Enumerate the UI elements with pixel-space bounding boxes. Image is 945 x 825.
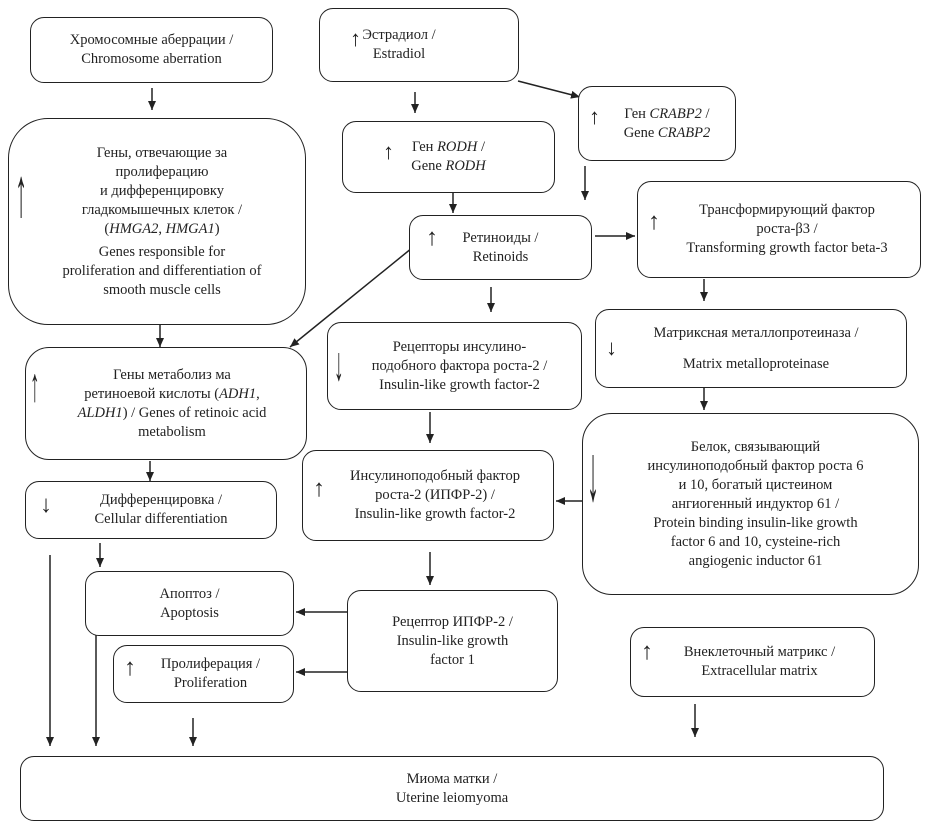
node-mmp-en: Matrix metalloproteinase	[682, 355, 830, 372]
node-cyr61-ru-3: и 10, богатый цистеином	[678, 476, 833, 493]
node-retinoic-genes: ↑ Гены метаболиз ма ретиноевой кислоты (…	[25, 347, 307, 460]
genes-en-line-2: proliferation and differentiation of	[62, 262, 262, 279]
node-cyr61-ru-2: инсулиноподобный фактор роста 6	[647, 457, 864, 474]
arrow-up-indicator: ↑	[641, 639, 653, 665]
node-igfr-ru-1: Рецепторы инсулино-	[392, 338, 527, 355]
node-crabp2: ↑ Ген CRABP2 / Gene CRABP2	[578, 86, 736, 161]
node-cyr61-ru-4: ангиогенный индуктор 61 /	[671, 495, 840, 512]
genes-ru-line-1: Гены, отвечающие за	[96, 144, 228, 161]
node-retinoic-ru-1: Гены метаболиз ма	[113, 366, 231, 383]
genes-ru-line-3: и дифференцировку	[99, 182, 225, 199]
arrow-up-indicator: ↑	[15, 155, 28, 232]
node-igf2r-en-1: Insulin-like growth	[396, 632, 509, 649]
arrow-up-indicator: ↑	[426, 225, 438, 251]
node-igfr-en: Insulin-like growth factor-2	[379, 376, 540, 393]
node-leiomyoma-ru: Миома матки /	[406, 770, 498, 787]
node-estradiol: ↑ Эстрадиол / Estradiol	[319, 8, 519, 82]
node-cyr61-en-2: factor 6 and 10, cysteine-rich	[670, 533, 841, 550]
node-diff-en: Cellular differentiation	[94, 511, 228, 527]
node-uterine-leiomyoma: Миома матки / Uterine leiomyoma	[20, 756, 884, 821]
node-ecm-en: Extracellular matrix	[701, 663, 818, 679]
node-ecm-ru: Внеклеточный матрикс /	[683, 644, 836, 660]
node-igf-receptors: ↓ Рецепторы инсулино- подобного фактора …	[327, 322, 582, 410]
node-prolif-en: Proliferation	[173, 675, 248, 691]
node-cyr61: ↓ Белок, связывающий инсулиноподобный фа…	[582, 413, 919, 595]
node-igf2: ↑ Инсулиноподобный фактор роста-2 (ИПФР-…	[302, 450, 554, 541]
node-cyr61-ru-1: Белок, связывающий	[690, 438, 821, 455]
node-apoptosis-ru: Апоптоз /	[159, 585, 220, 602]
arrow-up-indicator: ↑	[589, 104, 600, 129]
node-retinoids-ru: Ретиноиды /	[462, 229, 539, 246]
arrow-up-indicator: ↑	[313, 476, 325, 502]
node-igf2r-ru: Рецептор ИПФР-2 /	[392, 613, 513, 630]
node-igf2-ru-2: роста-2 (ИПФР-2) /	[375, 487, 495, 503]
node-chromosome-aberration: Хромосомные аберрации / Chromosome aberr…	[30, 17, 273, 83]
node-chromosome-en: Chromosome aberration	[81, 51, 222, 67]
arrow-down-indicator: ↓	[587, 430, 599, 518]
node-chromosome-ru: Хромосомные аберрации /	[69, 32, 234, 48]
genes-ru-line-2: пролиферацию	[115, 163, 209, 180]
node-igf2-receptor: Рецептор ИПФР-2 / Insulin-like growth fa…	[347, 590, 558, 692]
node-retinoic-en: metabolism	[138, 423, 206, 440]
node-estradiol-en: Estradiol	[372, 46, 426, 62]
arrow-up-indicator: ↑	[383, 139, 394, 164]
node-rodh-ru: Ген RODH /	[411, 139, 486, 155]
node-igf2-ru-1: Инсулиноподобный фактор	[350, 468, 520, 484]
arrow-down-indicator: ↓	[40, 492, 52, 518]
node-differentiation: ↓ Дифференцировка / Cellular differentia…	[25, 481, 277, 539]
genes-en-line-3: smooth muscle cells	[103, 281, 221, 298]
genes-en-line-1: Genes responsible for	[98, 243, 226, 260]
node-genes-proliferation: ↑ Гены, отвечающие за пролиферацию и диф…	[8, 118, 306, 325]
node-prolif-ru: Пролиферация /	[160, 656, 261, 672]
node-tgfb3-en: Transforming growth factor beta-3	[686, 240, 888, 256]
arrow-up-indicator: ↑	[124, 655, 136, 681]
node-diff-ru: Дифференцировка /	[99, 492, 222, 508]
arrow-up-indicator: ↑	[648, 209, 660, 235]
node-cyr61-en-1: Protein binding insulin-like growth	[653, 514, 858, 531]
node-igfr-ru-2: подобного фактора роста-2 /	[371, 357, 548, 374]
arrow-up-indicator: ↑	[350, 26, 361, 51]
genes-list: (HMGA2, HMGA1)	[104, 220, 220, 237]
arrow-down-indicator: ↓	[606, 335, 617, 360]
node-igf2r-en-2: factor 1	[430, 651, 475, 668]
node-estradiol-ru: Эстрадиол /	[362, 27, 436, 43]
node-retinoids: ↑ Ретиноиды / Retinoids	[409, 215, 592, 280]
node-cyr61-en-3: angiogenic inductor 61	[688, 552, 823, 569]
node-crabp2-en: Gene CRABP2	[623, 124, 711, 141]
node-retinoids-en: Retinoids	[472, 248, 529, 265]
node-ecm: ↑ Внеклеточный матрикс / Extracellular m…	[630, 627, 875, 697]
node-mmp-ru: Матриксная металлопротеиназа /	[653, 324, 859, 341]
node-apoptosis: Апоптоз / Apoptosis	[85, 571, 294, 636]
node-proliferation: ↑ Пролиферация / Proliferation	[113, 645, 294, 703]
node-tgfb3-ru-2: роста-β3 /	[756, 221, 818, 237]
node-retinoic-ru-2: ретиноевой кислоты (ADH1,	[84, 385, 260, 402]
node-apoptosis-en: Apoptosis	[160, 604, 219, 621]
node-mmp: ↓ Матриксная металлопротеиназа / Matrix …	[595, 309, 907, 388]
node-leiomyoma-en: Uterine leiomyoma	[395, 789, 509, 806]
arrow-retinoids-to-retinoic-genes	[289, 247, 413, 348]
genes-ru-line-4: гладкомышечных клеток /	[81, 201, 243, 218]
node-retinoic-ru-3: ALDH1) / Genes of retinoic acid	[77, 404, 267, 421]
arrow-up-indicator: ↑	[30, 359, 40, 412]
arrow-down-indicator: ↓	[334, 338, 344, 391]
node-crabp2-ru: Ген CRABP2 /	[624, 105, 710, 122]
node-rodh: ↑ Ген RODH / Gene RODH	[342, 121, 555, 193]
arrow-estradiol-to-crabp2	[517, 80, 581, 99]
node-tgfb3: ↑ Трансформирующий фактор роста-β3 / Tra…	[637, 181, 921, 278]
node-igf2-en: Insulin-like growth factor-2	[354, 506, 516, 522]
node-tgfb3-ru-1: Трансформирующий фактор	[699, 202, 875, 218]
node-rodh-en: Gene RODH	[411, 158, 486, 174]
